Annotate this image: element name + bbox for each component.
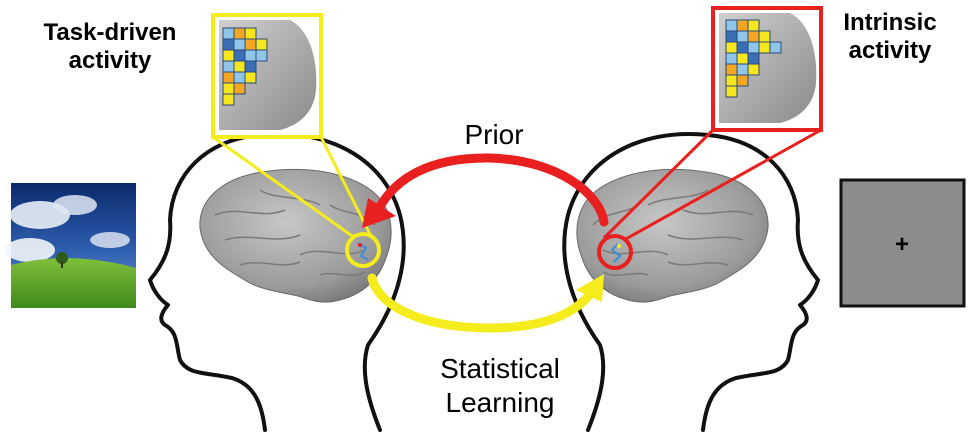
task-driven-label-line1: Task-driven [44,19,177,46]
intrinsic-label-line1: Intrinsic [843,9,936,36]
left-roi-marker [345,232,381,268]
prior-arrow [362,153,609,228]
statistical-learning-label-line1: Statistical [440,353,560,384]
landscape-photo-icon [5,183,136,308]
intrinsic-label-line2: activity [849,37,932,64]
task-driven-label-line2: activity [69,47,152,74]
left-head-outline [148,132,406,432]
right-roi-marker [597,234,633,270]
statistical-learning-arrow [367,273,604,333]
fixation-cross-icon: + [895,231,909,258]
prior-label: Prior [464,119,523,150]
intrinsic-voxel-grid [725,19,782,98]
right-brain [576,168,769,303]
statistical-learning-label-line2: Learning [446,387,555,418]
task-driven-inset [211,13,323,139]
fixation-screen: + [839,178,966,308]
right-head-outline [562,132,820,432]
task-driven-voxel-grid [222,27,268,106]
intrinsic-connectors [602,128,822,242]
intrinsic-inset [711,6,823,132]
